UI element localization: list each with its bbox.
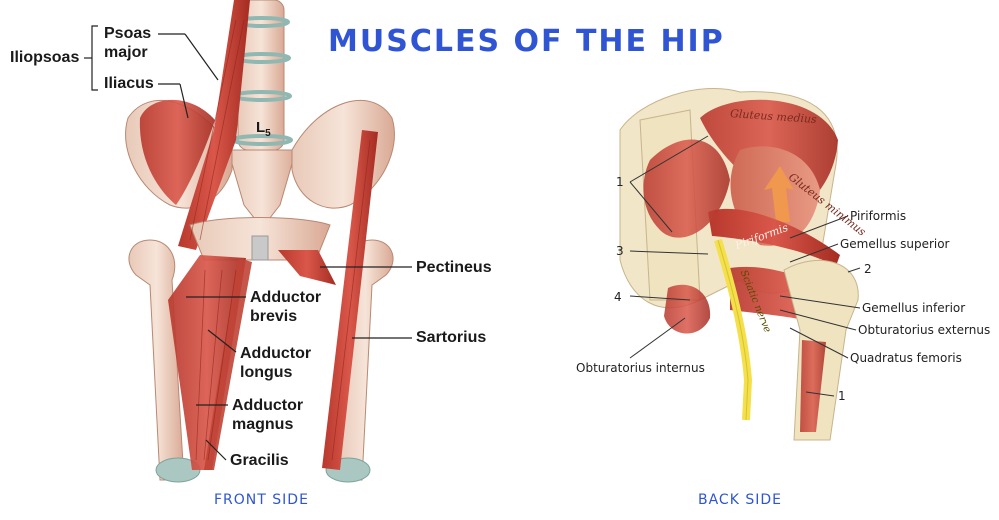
label-piriformis: Piriformis [850,209,907,223]
label-psoas-major: Psoas major [104,24,151,62]
label-iliopsoas: Iliopsoas [10,49,80,66]
left-femur [128,239,185,481]
back-femur-muscle [800,340,826,432]
psoas-major-muscle [178,0,250,250]
label-adductor-brevis-line2: brevis [250,308,298,325]
label-vertebra-letter: L [256,119,266,136]
caption-back-side: BACK SIDE [698,492,782,508]
label-number-3: 3 [616,244,624,258]
label-number-2: 2 [864,262,872,276]
back-left-muscles [643,139,730,238]
label-obturatorius-externus: Obturatorius externus [858,323,991,337]
label-gracilis: Gracilis [230,452,289,469]
label-adductor-brevis: Adductor brevis [250,288,321,326]
back-leader-lines [629,135,861,397]
label-sartorius: Sartorius [416,329,487,346]
adductor-group [168,255,246,470]
label-adductor-longus-line1: Adductor [240,345,312,362]
gracilis-muscle [204,258,252,470]
label-iliacus: Iliacus [104,75,154,92]
piriformis-muscle [708,208,840,266]
label-number-1-top: 1 [616,175,624,189]
front-view-illustration [125,0,395,483]
pectineus-muscle [278,250,336,285]
page-title: MUSCLES OF THE HIP [328,24,725,59]
label-adductor-magnus-line1: Adductor [232,397,304,414]
label-pectineus: Pectineus [416,259,492,276]
right-ilium [291,99,395,209]
direction-arrow [764,166,794,222]
label-gemellus-superior: Gemellus superior [840,237,950,251]
label-gemellus-inferior: Gemellus inferior [862,301,966,315]
label-adductor-longus: Adductor longus [240,344,311,382]
label-vertebra-number: 5 [265,128,271,139]
label-adductor-magnus-line2: magnus [232,416,294,433]
iliacus-muscle [139,99,215,205]
label-adductor-magnus: Adductor magnus [232,396,303,434]
label-obturatorius-internus: Obturatorius internus [576,361,705,375]
label-quadratus-femoris: Quadratus femoris [850,351,962,365]
obturatorius-internus-muscle [664,284,711,334]
label-number-1-bottom: 1 [838,389,846,403]
caption-front-side: FRONT SIDE [214,492,309,508]
label-psoas-major-line2: major [104,44,148,61]
sartorius-muscle [322,130,378,470]
label-adductor-longus-line2: longus [240,364,293,381]
back-view-illustration [619,88,859,441]
muscle-fibers [189,19,371,461]
iliopsoas-bracket [91,25,98,91]
label-adductor-brevis-line1: Adductor [250,289,322,306]
front-leader-lines [84,25,412,461]
label-psoas-major-line1: Psoas [104,25,152,42]
label-number-4: 4 [614,290,622,304]
label-vertebra: L5 [256,118,271,143]
pubic-symphysis [251,235,269,261]
sacrum [227,149,297,229]
